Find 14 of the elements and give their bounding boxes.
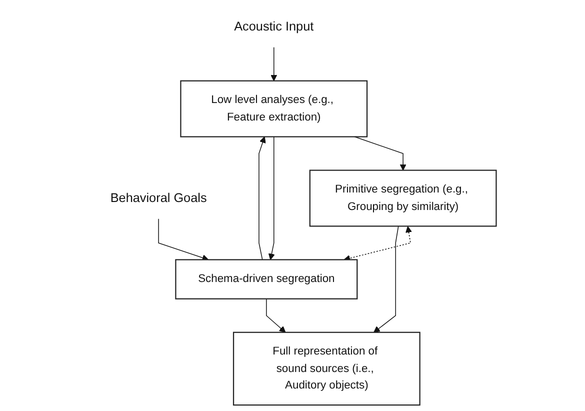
node-text: Behavioral Goals [110, 190, 208, 206]
node-box: Full representation of sound sources (i.e., Auditory objects) [233, 332, 421, 406]
arrow [271, 46, 278, 82]
arrow [374, 226, 400, 333]
arrow [354, 136, 407, 171]
arrow [268, 136, 276, 260]
node-box: Primitive segregation (e.g., Grouping by similarity) [310, 170, 498, 227]
arrow [266, 298, 286, 333]
node-box: Schema-driven segregation [176, 259, 358, 300]
node-box: Low level analyses (e.g., Feature extraction) [180, 80, 368, 138]
arrow [158, 218, 210, 261]
arrow [259, 136, 266, 260]
node-text: Acoustic Input [234, 19, 314, 34]
arrow [344, 226, 412, 262]
